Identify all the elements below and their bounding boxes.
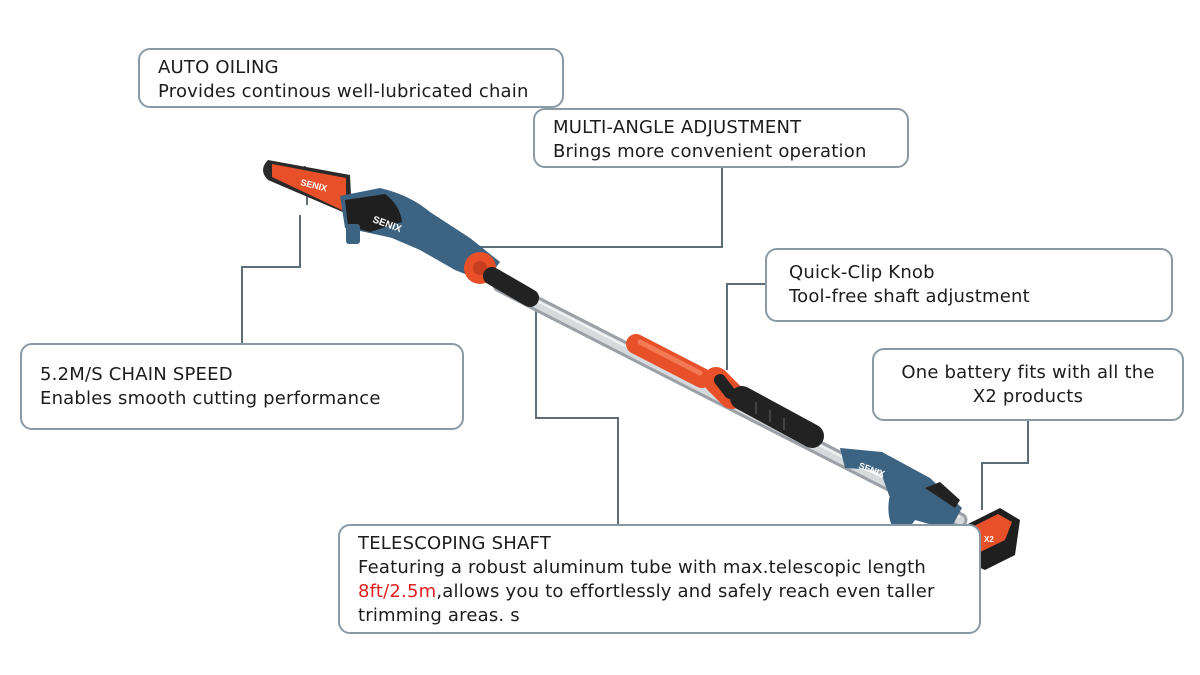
- front-grip: [730, 386, 824, 448]
- battery-badge: X2: [984, 535, 994, 544]
- callout-title: AUTO OILING: [158, 57, 279, 78]
- shaft-sleeve: [626, 334, 712, 388]
- callout-description-part-1: Featuring a robust aluminum tube with ma…: [358, 557, 926, 578]
- callout-description: One battery fits with all the X2 product…: [901, 362, 1155, 407]
- callout-title: TELESCOPING SHAFT: [358, 533, 551, 554]
- callout-description-part-2: ,allows you to effortlessly and safely r…: [358, 581, 935, 626]
- callout-telescoping: TELESCOPING SHAFT Featuring a robust alu…: [338, 524, 981, 634]
- quick-clip-knob: [703, 367, 745, 409]
- chainsaw-head: SENIX: [340, 188, 500, 282]
- callout-multi-angle: MULTI-ANGLE ADJUSTMENT Brings more conve…: [533, 108, 909, 168]
- callout-description: Provides continous well-lubricated chain: [158, 81, 529, 102]
- callout-chain-speed: 5.2M/S CHAIN SPEED Enables smooth cuttin…: [20, 343, 464, 430]
- callout-auto-oiling: AUTO OILING Provides continous well-lubr…: [138, 48, 564, 108]
- callout-battery: One battery fits with all the X2 product…: [872, 348, 1184, 421]
- callout-title: 5.2M/S CHAIN SPEED: [40, 364, 233, 385]
- callout-quick-clip: Quick-Clip Knob Tool-free shaft adjustme…: [765, 248, 1173, 322]
- connector-quick-clip: [726, 283, 766, 370]
- callout-description: Enables smooth cutting performance: [40, 388, 381, 409]
- connector-lines: [241, 166, 1029, 524]
- callout-description: Brings more convenient operation: [553, 141, 867, 162]
- connector-chain-speed: [241, 215, 301, 344]
- callout-title: MULTI-ANGLE ADJUSTMENT: [553, 117, 802, 138]
- head-collar: [483, 267, 539, 307]
- connector-battery: [981, 420, 1029, 510]
- guide-bar: SENIX: [263, 160, 352, 216]
- callout-description: Tool-free shaft adjustment: [789, 286, 1030, 307]
- callout-description: Featuring a robust aluminum tube with ma…: [358, 556, 961, 628]
- callout-title: Quick-Clip Knob: [789, 262, 935, 283]
- connector-multi-angle: [475, 167, 723, 248]
- length-highlight: 8ft/2.5m: [358, 581, 437, 602]
- connector-telescoping: [535, 310, 619, 524]
